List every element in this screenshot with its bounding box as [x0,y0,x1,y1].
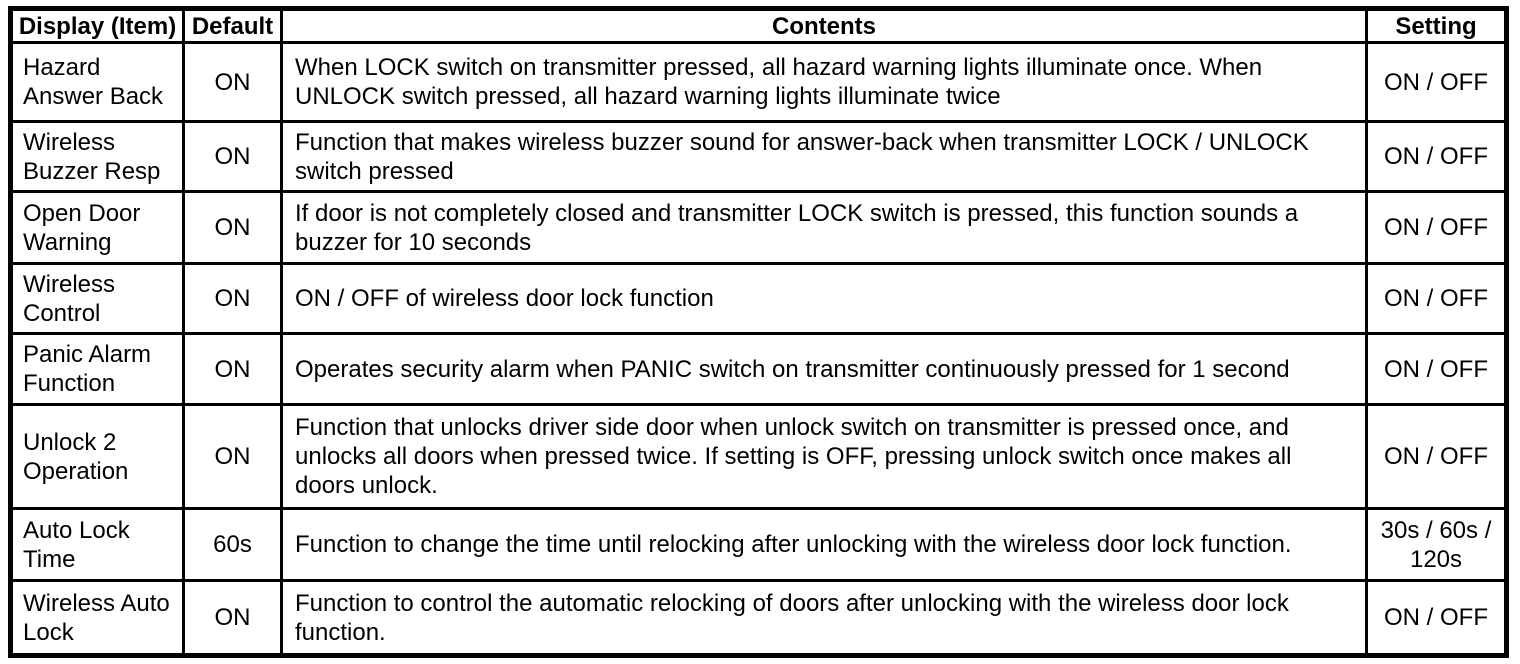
table-row-wireless-buzzer-resp: Wireless Buzzer Resp ON Function that ma… [13,123,1504,193]
table-row-wireless-auto-lock: Wireless Auto Lock ON Function to contro… [13,582,1504,653]
cell-default-value: ON [185,193,283,262]
cell-display-item: Open Door Warning [13,193,185,262]
cell-display-item: Unlock 2 Operation [13,406,185,507]
cell-default-value: ON [185,406,283,507]
table-header-row: Display (Item) Default Contents Setting [13,11,1504,44]
cell-contents-text: Function to change the time until relock… [283,510,1368,579]
cell-contents-text: Function to control the automatic relock… [283,582,1368,653]
header-setting: Setting [1395,12,1477,40]
cell-default-value: 60s [185,510,283,579]
table-row-hazard-answer-back: Hazard Answer Back ON When LOCK switch o… [13,44,1504,123]
cell-contents-text: If door is not completely closed and tra… [283,193,1368,262]
cell-setting-options: ON / OFF [1384,443,1488,470]
cell-contents-text: Function that makes wireless buzzer soun… [283,123,1368,190]
cell-display-item: Wireless Buzzer Resp [13,123,185,190]
cell-contents-text: When LOCK switch on transmitter pressed,… [283,44,1368,120]
cell-default-value: ON [185,123,283,190]
table-row-auto-lock-time: Auto Lock Time 60s Function to change th… [13,510,1504,582]
cell-display-item: Auto Lock Time [13,510,185,579]
cell-display-item: Panic Alarm Function [13,335,185,403]
table-row-wireless-control: Wireless Control ON ON / OFF of wireless… [13,265,1504,335]
cell-setting-options: ON / OFF [1384,355,1488,383]
cell-setting-options: ON / OFF [1384,143,1488,170]
table-row-panic-alarm-function: Panic Alarm Function ON Operates securit… [13,335,1504,406]
cell-setting-options: ON / OFF [1384,68,1488,96]
table-row-unlock-2-operation: Unlock 2 Operation ON Function that unlo… [13,406,1504,510]
cell-default-value: ON [185,265,283,332]
cell-setting-options: ON / OFF [1384,214,1488,241]
cell-contents-text: ON / OFF of wireless door lock function [283,265,1368,332]
cell-default-value: ON [185,335,283,403]
cell-contents-text: Function that unlocks driver side door w… [283,406,1368,507]
cell-setting-options: ON / OFF [1384,285,1488,312]
cell-default-value: ON [185,44,283,120]
cell-setting-options: ON / OFF [1384,604,1488,631]
cell-contents-text: Operates security alarm when PANIC switc… [283,335,1368,403]
cell-display-item: Hazard Answer Back [13,44,185,120]
wireless-settings-table: Display (Item) Default Contents Setting … [8,6,1509,658]
header-display-item: Display (Item) [13,11,185,41]
header-default: Default [185,11,283,41]
cell-display-item: Wireless Auto Lock [13,582,185,653]
header-contents: Contents [283,11,1368,41]
cell-display-item: Wireless Control [13,265,185,332]
cell-default-value: ON [185,582,283,653]
cell-setting-options: 30s / 60s / 120s [1380,516,1492,573]
table-row-open-door-warning: Open Door Warning ON If door is not comp… [13,193,1504,265]
